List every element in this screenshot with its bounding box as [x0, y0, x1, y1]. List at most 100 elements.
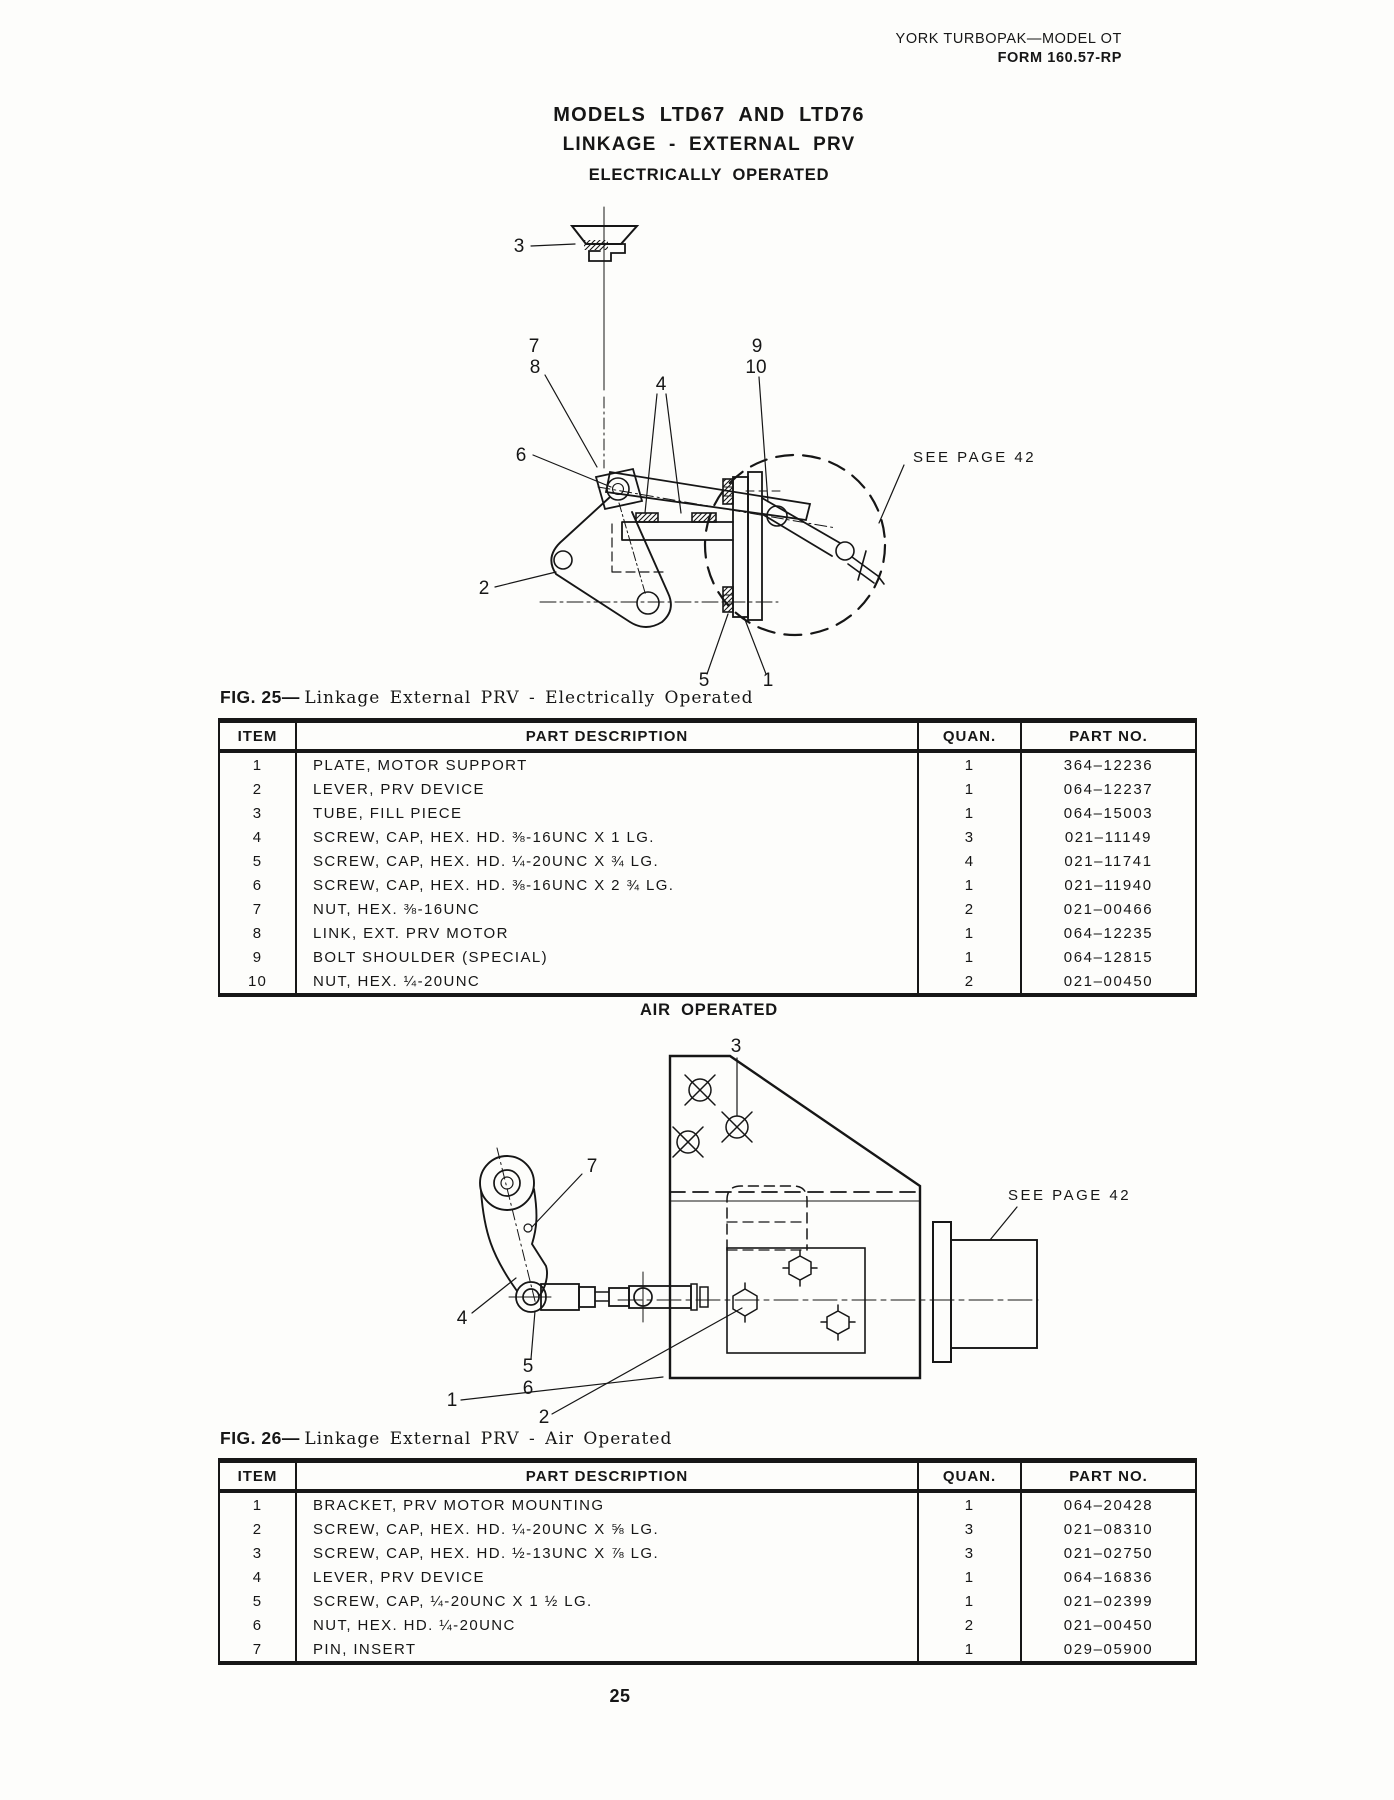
- cell-description: LEVER, PRV DEVICE: [295, 777, 918, 801]
- figure-25-text: Linkage External PRV - Electrically Oper…: [304, 688, 754, 708]
- callout-5: 5: [699, 670, 710, 690]
- electrically-operated-title: ELECTRICALLY OPERATED: [588, 166, 830, 184]
- col-description: PART DESCRIPTION: [295, 720, 918, 753]
- cell-quantity: 3: [917, 1541, 1021, 1565]
- cell-partnumber: 064–12237: [1020, 777, 1196, 801]
- figure-26-caption: FIG. 26— Linkage External PRV - Air Oper…: [220, 1428, 672, 1449]
- callout-3: 3: [514, 236, 525, 257]
- cell-description: LINK, EXT. PRV MOTOR: [295, 921, 918, 945]
- table-header-row: ITEM PART DESCRIPTION QUAN. PART NO.: [219, 720, 1196, 753]
- cell-description: BRACKET, PRV MOTOR MOUNTING: [295, 1491, 918, 1517]
- callout-7: 7: [529, 336, 540, 357]
- fill-piece-hatch: [584, 240, 608, 250]
- cell-quantity: 1: [917, 801, 1021, 825]
- cell-quantity: 1: [917, 1565, 1021, 1589]
- cell-description: SCREW, CAP, HEX. HD. ¼-20UNC X ¾ LG.: [295, 849, 918, 873]
- figure-26-diagram: 3 7 4 5 6 1 2 SEE PAGE 42: [447, 1036, 1131, 1428]
- cell-item: 3: [252, 1544, 263, 1562]
- callout-9: 9: [752, 336, 763, 357]
- form-number: FORM 160.57-RP: [997, 50, 1122, 66]
- bolt-stack-bottom: [722, 586, 734, 613]
- cell-partnumber: 364–12236: [1020, 751, 1196, 777]
- cell-item: 4: [252, 1568, 263, 1586]
- lever-top-hole-inner: [500, 1176, 514, 1190]
- cell-quantity: 1: [917, 751, 1021, 777]
- callout-4: 4: [457, 1308, 468, 1329]
- cell-quantity: 4: [917, 849, 1021, 873]
- cell-description: SCREW, CAP, HEX. HD. ¼-20UNC X ⅝ LG.: [295, 1517, 918, 1541]
- x-hole-2: [672, 1126, 704, 1158]
- callout-8: 8: [530, 357, 541, 378]
- washer-2: [699, 1286, 709, 1308]
- bracket-plate: [668, 1054, 922, 1380]
- cell-item: 2: [252, 780, 263, 798]
- cell-item: 8: [252, 924, 263, 942]
- cell-partnumber: 029–05900: [1020, 1637, 1196, 1663]
- cell-description: SCREW, CAP, HEX. HD. ⅜-16UNC X 2 ¾ LG.: [295, 873, 918, 897]
- fig1-leader-lines: [494, 243, 905, 675]
- hex-screw-upper: [782, 1249, 818, 1287]
- col-quantity: QUAN.: [917, 1460, 1021, 1493]
- cell-quantity: 1: [917, 1637, 1021, 1663]
- cell-item: 7: [252, 1640, 263, 1658]
- cell-partnumber: 021–02750: [1020, 1541, 1196, 1565]
- cell-partnumber: 021–11149: [1020, 825, 1196, 849]
- cell-partnumber: 064–16836: [1020, 1565, 1196, 1589]
- support-plate-front: [732, 476, 749, 618]
- cell-quantity: 2: [917, 897, 1021, 921]
- callout-6: 6: [523, 1378, 534, 1399]
- lever-hole-lower: [636, 591, 660, 615]
- callout-1: 1: [763, 670, 774, 690]
- x-hole-1: [684, 1074, 716, 1106]
- cap-screw-head-left: [635, 512, 659, 523]
- cell-quantity: 1: [917, 1491, 1021, 1517]
- figure-25-caption: FIG. 25— Linkage External PRV - Electric…: [220, 687, 753, 708]
- cell-description: PLATE, MOTOR SUPPORT: [295, 751, 918, 777]
- cap-screw-head-right: [691, 512, 717, 523]
- prv-hidden-outline: [726, 1185, 808, 1251]
- cell-item: 5: [252, 852, 263, 870]
- cell-item: 10: [247, 972, 268, 990]
- cell-item: 7: [252, 900, 263, 918]
- cell-partnumber: 064–12235: [1020, 921, 1196, 945]
- spacer-bar: [932, 1221, 952, 1363]
- figure-25-label: FIG. 25—: [220, 687, 300, 707]
- title-block: MODELS LTD67 AND LTD76 LINKAGE - EXTERNA…: [12, 100, 1394, 188]
- lever-top-lobe: [479, 1155, 535, 1211]
- cell-description: LEVER, PRV DEVICE: [295, 1565, 918, 1589]
- cell-partnumber: 021–00450: [1020, 1613, 1196, 1637]
- callout-5: 5: [523, 1356, 534, 1377]
- cell-partnumber: 021–08310: [1020, 1517, 1196, 1541]
- cell-description: NUT, HEX. ¼-20UNC: [295, 969, 918, 995]
- figure-26-text: Linkage External PRV - Air Operated: [304, 1429, 673, 1449]
- prv-dashed-circle: [703, 453, 887, 637]
- col-item: ITEM: [219, 1460, 296, 1493]
- col-partnumber: PART NO.: [1020, 1460, 1196, 1493]
- col-item: ITEM: [219, 720, 296, 753]
- table-header-row: ITEM PART DESCRIPTION QUAN. PART NO.: [219, 1460, 1196, 1493]
- shoulder-bolt: [766, 505, 788, 527]
- link-bar-centerline: [597, 486, 837, 529]
- prv-lever: [550, 496, 672, 628]
- jam-block: [578, 1286, 596, 1308]
- pivot-plate: [594, 467, 644, 511]
- cell-quantity: 1: [917, 945, 1021, 969]
- cell-quantity: 1: [917, 873, 1021, 897]
- cell-description: SCREW, CAP, ¼-20UNC X 1 ½ LG.: [295, 1589, 918, 1613]
- cell-item: 6: [252, 876, 263, 894]
- cell-item: 9: [252, 948, 263, 966]
- lever-axis: [496, 1147, 537, 1306]
- cell-partnumber: 021–00450: [1020, 969, 1196, 995]
- see-page-note: SEE PAGE 42: [1008, 1187, 1131, 1204]
- cell-partnumber: 021–11741: [1020, 849, 1196, 873]
- support-plate-rear: [747, 471, 763, 621]
- col-partnumber: PART NO.: [1020, 720, 1196, 753]
